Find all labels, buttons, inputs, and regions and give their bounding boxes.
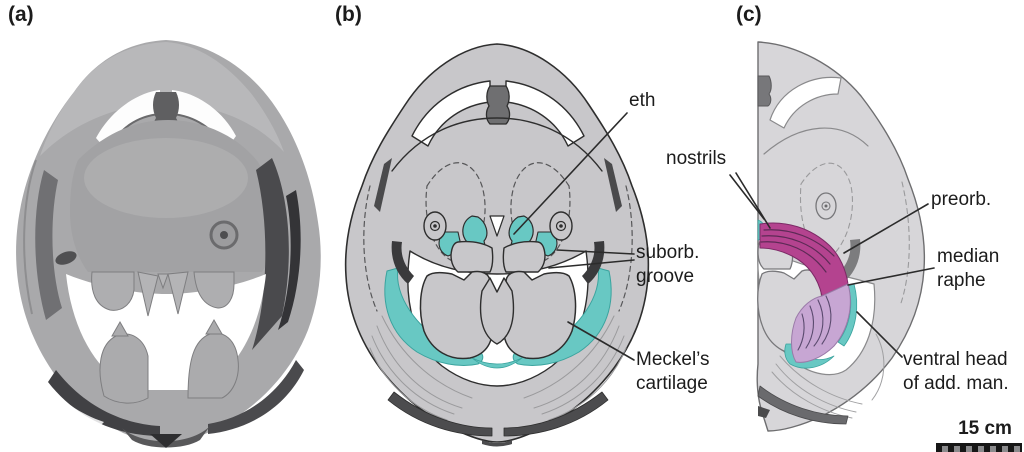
- tooth-fang-right-shape: [167, 271, 189, 315]
- panel-label-c: (c): [736, 3, 762, 26]
- skull-render-shapes: [16, 40, 321, 448]
- label-suborb-groove: suborb. groove: [636, 242, 700, 288]
- panel-label-b: (b): [335, 3, 362, 26]
- skull-3d-render: [16, 40, 321, 448]
- label-median-raphe: median raphe: [937, 246, 1000, 292]
- scale-bar-label: 15 cm: [958, 418, 1012, 439]
- scale-bar: [936, 443, 1022, 452]
- tooth-fang-left-shape: [137, 271, 159, 317]
- label-ventral-head: ventral head of add. man.: [903, 349, 1009, 395]
- label-eth: eth: [629, 90, 656, 111]
- ventral-adductor-muscle-shape: [791, 283, 851, 363]
- half-skull-shapes: [756, 41, 926, 432]
- skull-line-drawing: [344, 43, 650, 447]
- label-nostrils: nostrils: [666, 148, 727, 169]
- label-preorb: preorb.: [931, 189, 992, 210]
- skull-drawing-shapes: [344, 43, 650, 447]
- label-meckels-cartilage: Meckel’s cartilage: [636, 349, 710, 395]
- panel-label-a: (a): [8, 3, 34, 26]
- meckels-cartilage-left-shape: [384, 267, 484, 366]
- orbit-left-shape: [55, 251, 77, 265]
